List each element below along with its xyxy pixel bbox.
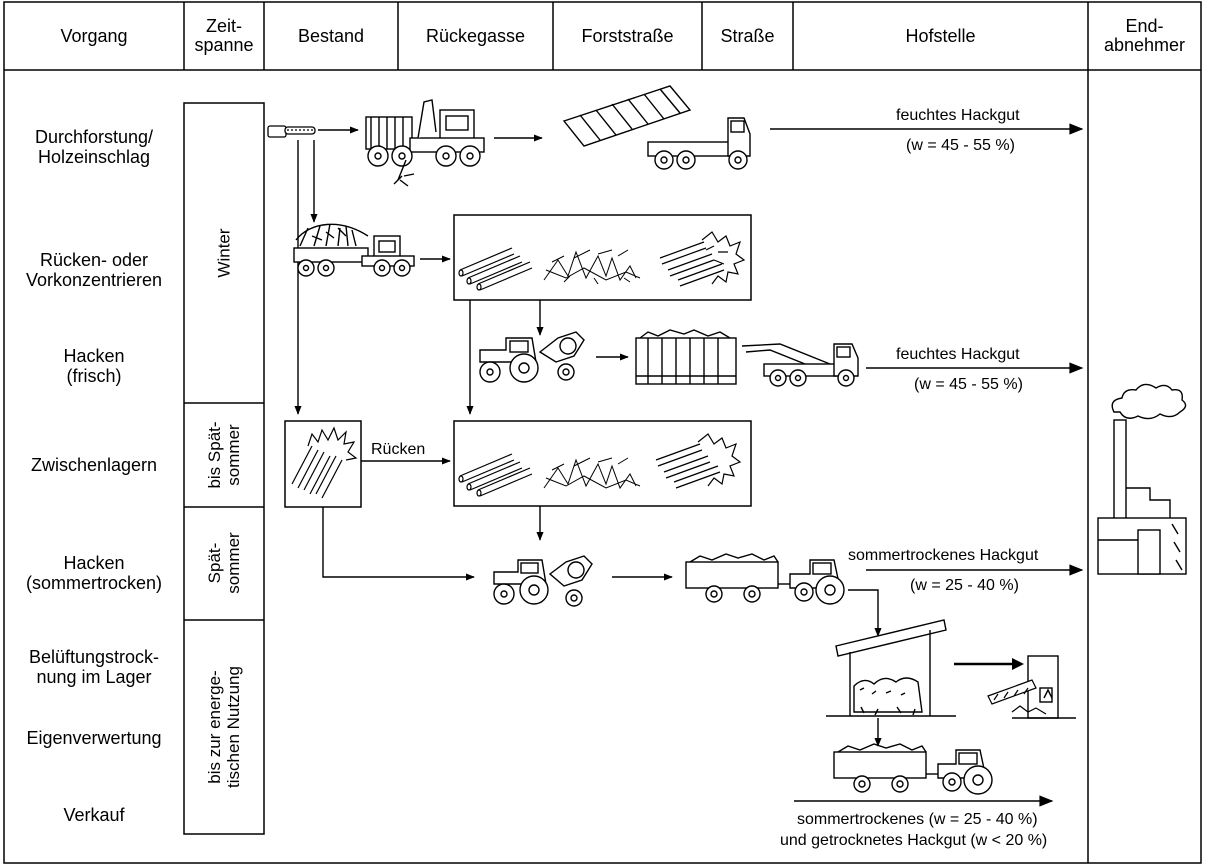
- chainsaw-icon: [268, 126, 315, 137]
- container-icon: [636, 330, 736, 384]
- label-feuchtes-hackgut-1: feuchtes Hackgut: [896, 106, 1020, 125]
- tractor-trailer-icon: [834, 744, 992, 794]
- period-bis-nutzung: bis zur energe- tischen Nutzung: [205, 666, 243, 788]
- stage-durchforstung: Durchforstung/ Holzeinschlag: [4, 127, 184, 167]
- container-truck-icon: [564, 86, 750, 169]
- stage-zwischenlagern: Zwischenlagern: [4, 455, 184, 475]
- brushwood-icon: [544, 458, 640, 488]
- stage-hacken-frisch: Hacken (frisch): [4, 346, 184, 386]
- tractor-trailer-icon: [686, 554, 844, 604]
- label-sommertrockenes-hackgut: sommertrockenes Hackgut: [848, 546, 1038, 565]
- drying-shed-icon: [826, 620, 956, 716]
- header-vorgang: Vorgang: [4, 2, 184, 70]
- period-spaetsommer: Spät- sommer: [205, 532, 243, 593]
- brushwood-icon: [544, 250, 640, 284]
- logs-icon: [459, 454, 532, 496]
- label-ruecken: Rücken: [371, 440, 425, 459]
- logs-icon: [459, 248, 532, 290]
- whole-trees-icon: [660, 232, 744, 286]
- stage-belueftung: Belüftungstrock- nung im Lager: [4, 647, 184, 687]
- label-wassergehalt-1: (w = 45 - 55 %): [906, 136, 1015, 155]
- label-verkauf-sommertrocken: sommertrockenes (w = 25 - 40 %): [797, 810, 1038, 829]
- stage-ruecken: Rücken- oder Vorkonzentrieren: [4, 250, 184, 290]
- stacked-trees-icon: [292, 428, 356, 498]
- stage-eigenverwertung: Eigenverwertung: [4, 728, 184, 748]
- tractor-chipper-icon: [480, 332, 584, 382]
- header-zeitspanne: Zeit- spanne: [184, 2, 264, 70]
- whole-trees-icon: [656, 434, 740, 488]
- header-strasse: Straße: [702, 2, 793, 70]
- label-feuchtes-hackgut-2: feuchtes Hackgut: [896, 345, 1020, 364]
- header-hofstelle: Hofstelle: [793, 2, 1088, 70]
- label-wassergehalt-3: (w = 25 - 40 %): [910, 576, 1019, 595]
- pile-storage-box: [285, 421, 361, 507]
- period-bis-spaetsommer: bis Spät- sommer: [205, 421, 243, 488]
- period-winter: Winter: [215, 228, 234, 277]
- arrow: [954, 658, 1024, 670]
- forwarder-icon: [294, 224, 414, 276]
- harvester-icon: [366, 100, 484, 186]
- wood-assortment-box: [454, 215, 751, 300]
- tractor-chipper-icon: [494, 556, 592, 606]
- stage-verkauf: Verkauf: [4, 805, 184, 825]
- hooklift-truck-icon: [742, 344, 858, 386]
- header-rueckegasse: Rückegasse: [398, 2, 553, 70]
- stage-hacken-sommer: Hacken (sommertrocken): [4, 553, 184, 593]
- label-wassergehalt-2: (w = 45 - 55 %): [914, 375, 1023, 394]
- heating-plant-icon: [1098, 384, 1186, 574]
- header-endabnehmer: End- abnehmer: [1088, 2, 1201, 70]
- header-bestand: Bestand: [264, 2, 398, 70]
- header-forststrasse: Forststraße: [553, 2, 702, 70]
- label-verkauf-getrocknet: und getrocknetes Hackgut (w < 20 %): [780, 831, 1047, 850]
